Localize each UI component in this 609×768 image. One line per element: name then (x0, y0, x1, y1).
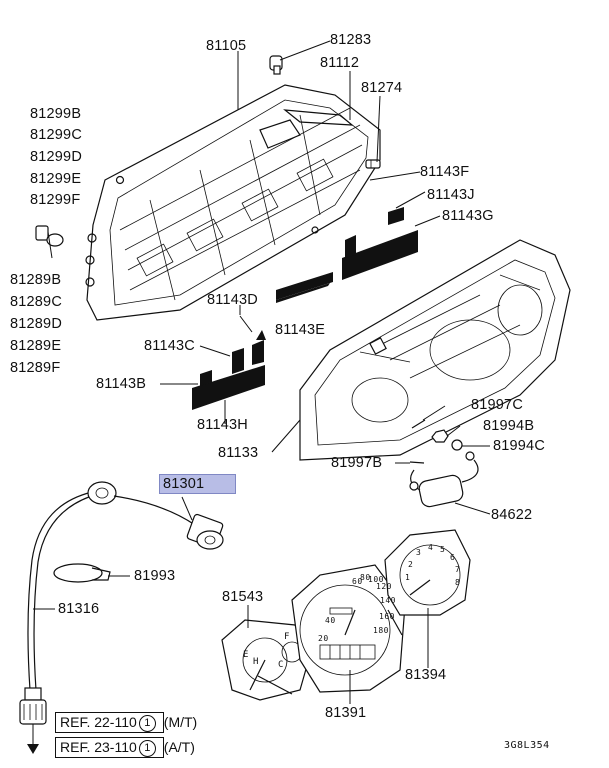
label-81299C[interactable]: 81299C (30, 127, 82, 143)
label-81994C[interactable]: 81994C (493, 438, 545, 454)
speedo-number-140: 140 (380, 596, 396, 605)
speedo-number-60: 60 (352, 577, 363, 586)
label-81997B[interactable]: 81997B (331, 455, 383, 471)
fuel-temp-gauge-81543 (221, 619, 311, 701)
reference-mt-circle: 1 (138, 715, 156, 732)
tacho-number-4: 4 (428, 543, 434, 552)
fuel-mark-F: F (284, 632, 290, 642)
label-81543[interactable]: 81543 (222, 589, 264, 605)
speedo-number-180: 180 (373, 626, 389, 635)
nut-81994C (451, 439, 463, 451)
label-81391[interactable]: 81391 (325, 705, 367, 721)
bulb-81299 (35, 225, 64, 247)
speedo-number-40: 40 (325, 616, 336, 625)
label-81143E[interactable]: 81143E (275, 322, 326, 338)
nut-81994B (431, 429, 449, 443)
label-81299E[interactable]: 81299E (30, 171, 82, 187)
label-81299D[interactable]: 81299D (30, 149, 82, 165)
speedo-number-100: 100 (368, 575, 384, 584)
tacho-number-1: 1 (405, 573, 411, 582)
tacho-number-8: 8 (455, 578, 461, 587)
reference-at-text: REF. 23-110 (60, 739, 137, 755)
speedo-number-80: 80 (360, 573, 371, 582)
label-81289D[interactable]: 81289D (10, 316, 62, 332)
label-81143F[interactable]: 81143F (420, 164, 470, 180)
speedo-number-120: 120 (376, 582, 392, 591)
label-81997C[interactable]: 81997C (471, 397, 523, 413)
tacho-number-7: 7 (455, 565, 461, 574)
figure-code: 3G8L354 (504, 740, 550, 751)
label-81299F[interactable]: 81299F (30, 192, 81, 208)
label-81994B[interactable]: 81994B (483, 418, 535, 434)
label-81143B[interactable]: 81143B (96, 376, 147, 392)
reference-at-circle: 1 (138, 740, 156, 757)
filters-81143 (192, 207, 418, 410)
label-81143J[interactable]: 81143J (427, 187, 475, 203)
label-81283[interactable]: 81283 (330, 32, 372, 48)
bulb-socket-81283 (269, 55, 283, 75)
label-81274[interactable]: 81274 (361, 80, 403, 96)
temp-mark-H: H (253, 657, 259, 667)
screw-81274 (365, 159, 381, 169)
temp-mark-C: C (278, 660, 284, 670)
speedo-number-160: 160 (379, 612, 395, 621)
label-81301-highlighted[interactable]: 81301 (159, 474, 236, 494)
label-81143H[interactable]: 81143H (197, 417, 248, 433)
tacho-number-2: 2 (408, 560, 414, 569)
label-81316[interactable]: 81316 (58, 601, 100, 617)
reference-mt-text: REF. 22-110 (60, 714, 137, 730)
clamp-81993 (53, 563, 111, 583)
label-81394[interactable]: 81394 (405, 667, 447, 683)
label-81299B[interactable]: 81299B (30, 106, 82, 122)
cluster-case-81105 (85, 84, 381, 321)
label-81133[interactable]: 81133 (218, 445, 259, 461)
screw-81997C (411, 419, 426, 429)
reference-mt-suffix: (M/T) (163, 714, 198, 730)
label-81143D[interactable]: 81143D (207, 292, 258, 308)
front-panel-81133 (299, 239, 571, 461)
leader-lines (33, 40, 491, 704)
tacho-number-5: 5 (440, 545, 446, 554)
label-81143C[interactable]: 81143C (144, 338, 195, 354)
label-81143G[interactable]: 81143G (442, 208, 494, 224)
fuel-mark-E: E (243, 650, 249, 660)
screw-81997B (409, 461, 425, 464)
label-81289E[interactable]: 81289E (10, 338, 62, 354)
speedometer-cable-81316 (19, 481, 224, 754)
label-81289F[interactable]: 81289F (10, 360, 61, 376)
label-81289B[interactable]: 81289B (10, 272, 62, 288)
tachometer-81394 (384, 529, 471, 636)
label-81105[interactable]: 81105 (206, 38, 247, 54)
reference-at-suffix: (A/T) (163, 739, 195, 755)
speedometer-81391 (291, 564, 406, 693)
tacho-number-6: 6 (450, 553, 456, 562)
speedo-number-20: 20 (318, 634, 329, 643)
tacho-number-3: 3 (416, 548, 422, 557)
harness-84622 (409, 451, 479, 508)
label-81993[interactable]: 81993 (134, 568, 176, 584)
label-81289C[interactable]: 81289C (10, 294, 62, 310)
label-84622[interactable]: 84622 (491, 507, 533, 523)
label-81112[interactable]: 81112 (320, 55, 360, 71)
